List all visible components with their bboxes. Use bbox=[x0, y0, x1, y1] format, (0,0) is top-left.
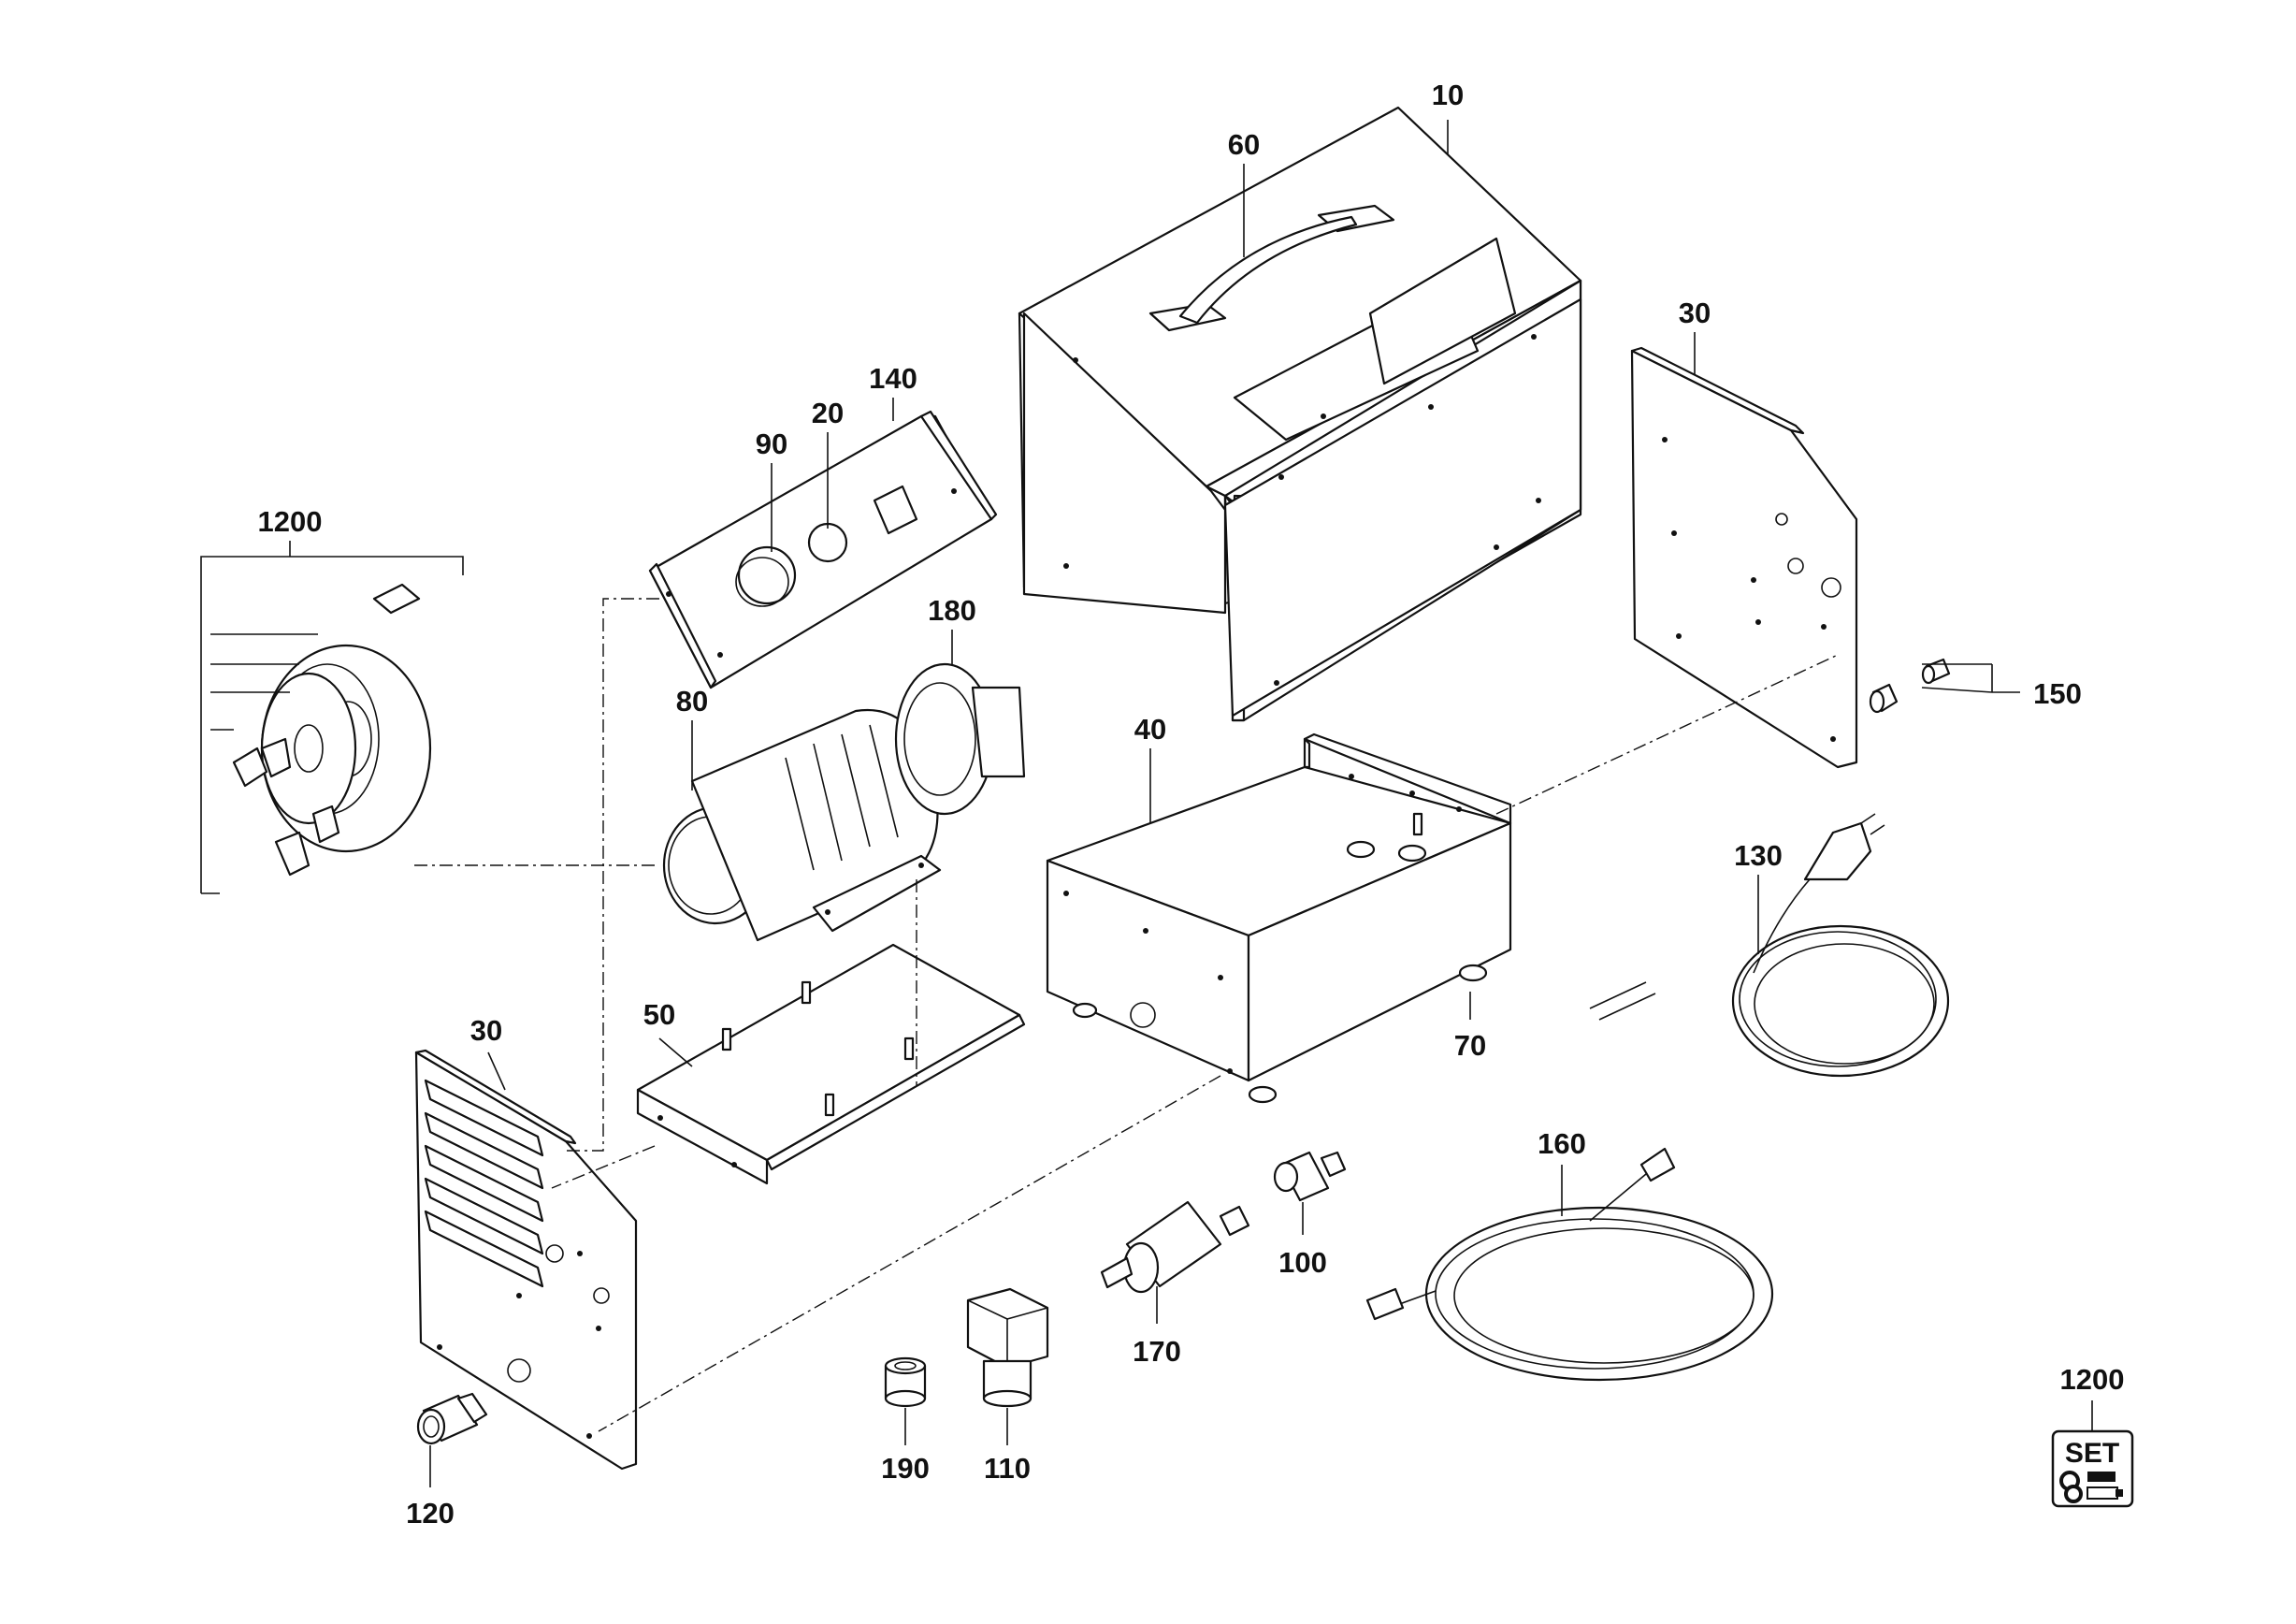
callout-190: 190 bbox=[881, 1452, 930, 1485]
part-30-side-panel-right bbox=[1630, 346, 1858, 769]
callout-40: 40 bbox=[1134, 713, 1166, 746]
callout-150: 150 bbox=[2033, 677, 2082, 710]
louvres bbox=[424, 1079, 544, 1288]
callout-leaders bbox=[289, 120, 2093, 1487]
callout-80: 80 bbox=[676, 685, 708, 718]
callout-110: 110 bbox=[984, 1452, 1031, 1485]
callout-90: 90 bbox=[756, 428, 787, 460]
part-100-inline-filter bbox=[1273, 1151, 1347, 1202]
callout-30-left: 30 bbox=[470, 1014, 502, 1047]
part-160-hose bbox=[1365, 1147, 1774, 1382]
part-190-bushing bbox=[884, 1356, 927, 1408]
callout-1200-set: 1200 bbox=[2060, 1363, 2125, 1396]
set-badge-text: SET bbox=[2065, 1438, 2119, 1469]
part-40-base-box bbox=[1046, 732, 1512, 1104]
callout-labels: 10 60 30 140 90 20 1200 180 150 80 40 13… bbox=[258, 79, 2125, 1530]
part-170-filter bbox=[1100, 1200, 1250, 1294]
callout-20: 20 bbox=[812, 397, 844, 429]
assembly-dashed-lines bbox=[414, 598, 1839, 1432]
part-10-cover-hood bbox=[1018, 106, 1582, 722]
part-150-fitting bbox=[1869, 658, 1951, 714]
callout-180: 180 bbox=[928, 594, 976, 627]
callout-10: 10 bbox=[1432, 79, 1464, 111]
callout-160: 160 bbox=[1538, 1127, 1586, 1160]
callout-130: 130 bbox=[1734, 839, 1783, 872]
callout-60: 60 bbox=[1228, 128, 1260, 161]
screw-set-icon bbox=[2059, 1471, 2123, 1503]
part-110-adapter bbox=[966, 1287, 1049, 1408]
part-30-side-panel-left bbox=[414, 1049, 638, 1471]
callout-50: 50 bbox=[643, 998, 675, 1031]
callout-30-top: 30 bbox=[1679, 297, 1711, 329]
callout-70: 70 bbox=[1454, 1029, 1486, 1062]
part-50-mounting-plate bbox=[636, 943, 1026, 1185]
part-1200-valve-assembly bbox=[200, 556, 464, 894]
part-120-connector bbox=[416, 1392, 488, 1445]
part-140-control-panel bbox=[648, 410, 998, 689]
part-130-power-cord bbox=[1589, 813, 1950, 1078]
callout-120: 120 bbox=[406, 1497, 455, 1530]
set-badge: SET bbox=[2051, 1429, 2134, 1508]
callout-170: 170 bbox=[1133, 1335, 1181, 1368]
callout-140: 140 bbox=[869, 362, 917, 395]
part-80-motor bbox=[662, 662, 1026, 942]
callout-1200: 1200 bbox=[258, 505, 323, 538]
callout-100: 100 bbox=[1278, 1246, 1327, 1279]
